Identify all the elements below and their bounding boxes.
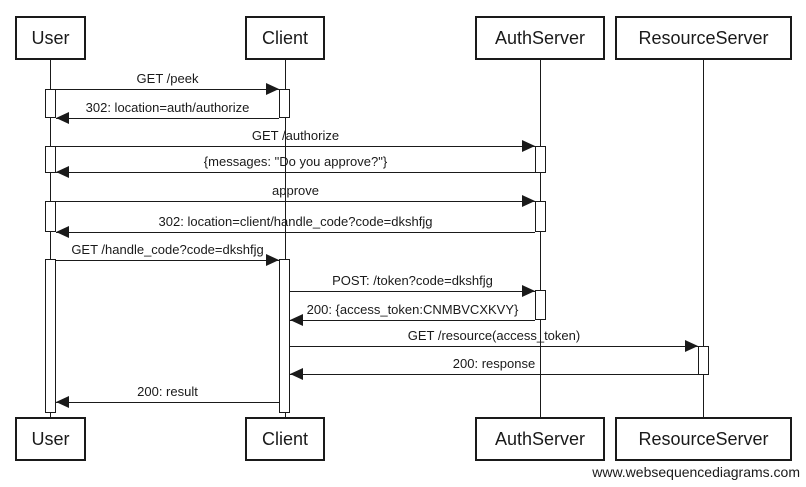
arrowhead-right-icon <box>266 254 279 266</box>
activation-bar-client-1 <box>279 89 290 118</box>
activation-bar-user-2 <box>45 146 56 173</box>
actor-box-client-top: Client <box>245 16 325 60</box>
actor-box-authserver-bottom: AuthServer <box>475 417 605 461</box>
watermark: www.websequencediagrams.com <box>592 464 800 480</box>
arrowhead-left-icon <box>56 112 69 124</box>
arrowhead-right-icon <box>522 195 535 207</box>
lifeline-user <box>50 60 51 417</box>
message-line <box>290 320 535 321</box>
activation-bar-authserver-1 <box>535 146 546 173</box>
arrowhead-left-icon <box>290 368 303 380</box>
message-label: 200: {access_token:CNMBVCXKVY} <box>306 302 519 317</box>
lifeline-authserver <box>540 60 541 417</box>
activation-bar-client-2 <box>279 259 290 413</box>
arrowhead-left-icon <box>56 226 69 238</box>
message-line <box>56 89 279 90</box>
actor-box-user-top: User <box>15 16 86 60</box>
message-label: GET /peek <box>136 71 199 86</box>
message-line <box>56 146 535 147</box>
actor-box-resourceserver-top: ResourceServer <box>615 16 792 60</box>
message-label: GET /authorize <box>251 128 340 143</box>
arrowhead-left-icon <box>290 314 303 326</box>
actor-label: ResourceServer <box>638 27 769 48</box>
message-line <box>290 346 698 347</box>
actor-box-authserver-top: AuthServer <box>475 16 605 60</box>
activation-bar-authserver-2 <box>535 201 546 232</box>
message-line <box>56 201 535 202</box>
message-label: approve <box>272 183 319 198</box>
message-label: GET /resource(access_token) <box>407 328 581 343</box>
message-line <box>56 260 279 261</box>
message-line <box>290 374 698 375</box>
actor-box-resourceserver-bottom: ResourceServer <box>615 417 792 461</box>
actor-label: User <box>31 27 70 48</box>
actor-label: Client <box>261 428 309 449</box>
message-label: 302: location=client/handle_code?code=dk… <box>158 214 433 229</box>
arrowhead-right-icon <box>522 285 535 297</box>
message-label: 302: location=auth/authorize <box>85 100 250 115</box>
actor-label: User <box>31 428 70 449</box>
arrowhead-left-icon <box>56 396 69 408</box>
actor-label: Client <box>261 27 309 48</box>
actor-label: AuthServer <box>494 27 586 48</box>
arrowhead-right-icon <box>685 340 698 352</box>
message-label: 200: result <box>137 384 198 399</box>
activation-bar-authserver-3 <box>535 290 546 320</box>
arrowhead-right-icon <box>522 140 535 152</box>
message-label: 200: response <box>452 356 536 371</box>
lifeline-resourceserver <box>703 60 704 417</box>
message-label: GET /handle_code?code=dkshfjg <box>71 242 264 257</box>
activation-bar-user-3 <box>45 201 56 232</box>
actor-label: ResourceServer <box>638 428 769 449</box>
actor-box-client-bottom: Client <box>245 417 325 461</box>
message-line <box>56 118 279 119</box>
message-line <box>56 172 535 173</box>
actor-label: AuthServer <box>494 428 586 449</box>
arrowhead-right-icon <box>266 83 279 95</box>
message-line <box>290 291 535 292</box>
message-label: POST: /token?code=dkshfjg <box>332 273 493 288</box>
lifeline-client <box>285 60 286 417</box>
arrowhead-left-icon <box>56 166 69 178</box>
actor-box-user-bottom: User <box>15 417 86 461</box>
activation-bar-user-1 <box>45 89 56 118</box>
activation-bar-user-4 <box>45 259 56 413</box>
message-line <box>56 402 279 403</box>
activation-bar-resourceserver-1 <box>698 346 709 375</box>
message-line <box>56 232 535 233</box>
message-label: {messages: "Do you approve?"} <box>203 154 388 169</box>
